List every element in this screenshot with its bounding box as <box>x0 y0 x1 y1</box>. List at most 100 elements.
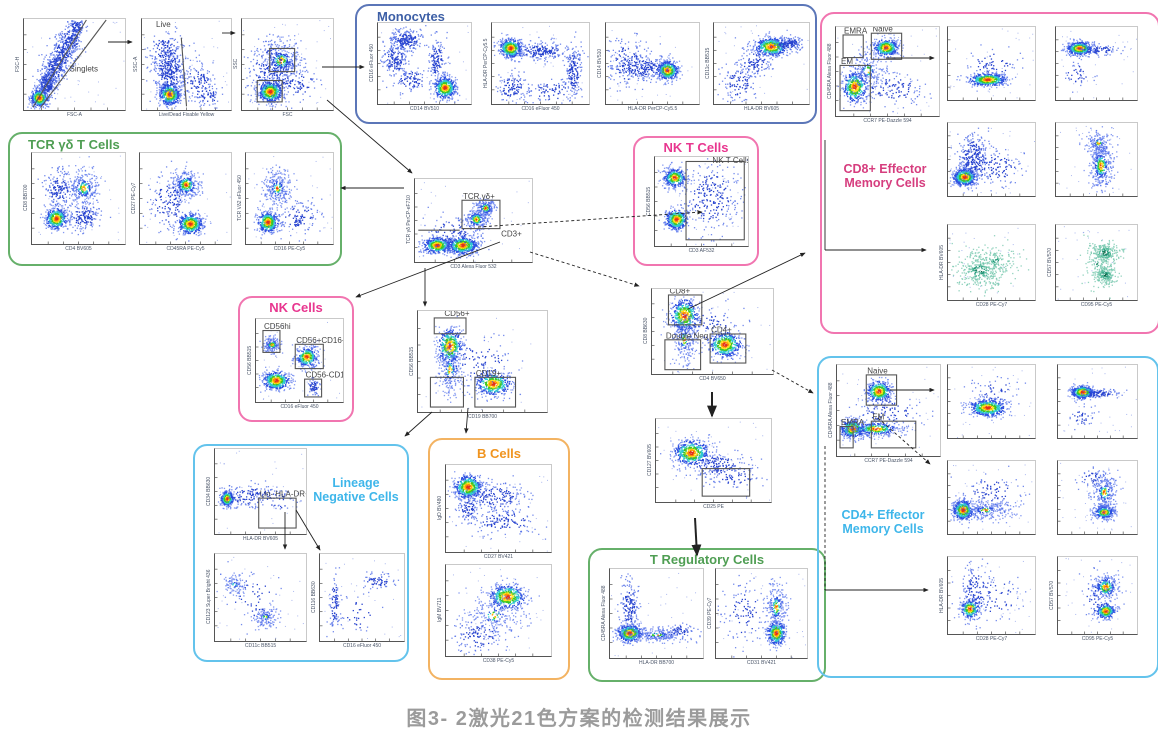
plot-E6-scatter <box>1055 224 1138 301</box>
plot-L1-y-axis-label: CD34 BB630 <box>206 476 212 506</box>
plot-E5-scatter <box>947 224 1036 301</box>
plot-B2-scatter <box>445 564 552 657</box>
plot-E2-x-axis-label <box>1055 101 1138 110</box>
plot-F5-x-axis-label: CD28 PE-Cy7 <box>975 636 1008 642</box>
arrow-8 <box>529 251 640 287</box>
plot-R2-scatter <box>715 568 808 659</box>
plot-F2 <box>1048 364 1138 448</box>
plot-L3-x-axis-label: CD16 eFluor 450 <box>342 643 382 649</box>
plot-C1-y-axis-label: TCR γδ PerCP-eF710 <box>406 195 412 245</box>
plot-G8-y-axis-label: CD45RA Alexa Fluor 488 <box>827 43 833 99</box>
plot-C1-scatter <box>414 178 533 263</box>
plot-L3-scatter <box>319 553 405 642</box>
plot-P2-x-axis-label: Live/Dead Fixable Yellow <box>158 112 215 118</box>
plot-F1-y-axis-label <box>938 364 947 438</box>
plot-B2-x-axis-label: CD38 PE-Cy5 <box>482 658 515 664</box>
plot-B1-scatter <box>445 464 552 553</box>
plot-R1-scatter <box>609 568 704 659</box>
figure-caption: 图3- 2激光21色方案的检测结果展示 <box>406 708 752 730</box>
plot-G8-scatter <box>835 26 940 117</box>
group-title-monocytes: Monocytes <box>377 9 445 24</box>
plot-L2-y-axis-label: CD123 Super Bright 436 <box>206 569 212 625</box>
plot-P3-y-axis-label: SSC <box>233 58 239 70</box>
plot-E2-scatter <box>1055 26 1138 101</box>
plot-N1-scatter <box>654 156 749 247</box>
plot-T3-y-axis-label: TCR Vδ2 eFluor 450 <box>237 175 243 221</box>
plot-F3-y-axis-label <box>938 460 947 534</box>
plot-P3-x-axis-label: FSC <box>282 112 293 118</box>
plot-C3-y-axis-label: CD8 BB630 <box>643 317 649 345</box>
plot-P2: SSC-A Live/Dead Fixable Yellow <box>132 18 232 120</box>
plot-F2-x-axis-label <box>1057 439 1138 448</box>
plot-M1-scatter <box>377 22 472 105</box>
plot-E4-x-axis-label <box>1055 197 1138 206</box>
plot-C2-scatter <box>417 310 548 413</box>
plot-F5-y-axis-label: HLA-DR BV605 <box>939 577 945 613</box>
plot-M4-scatter <box>713 22 810 105</box>
plot-C2-x-axis-label: CD19 BB700 <box>467 414 498 420</box>
plot-E2 <box>1046 26 1138 110</box>
group-box-tcr-gd: TCR γδ T Cells <box>8 132 342 266</box>
group-title-tcr-gd: TCR γδ T Cells <box>28 137 120 152</box>
plot-K1-x-axis-label: CD16 eFluor 450 <box>280 404 319 410</box>
plot-L1-scatter <box>214 448 307 535</box>
plot-E4-scatter <box>1055 122 1138 197</box>
plot-E1-y-axis-label <box>938 26 947 100</box>
plot-B2-y-axis-label: IgM BV711 <box>437 597 443 623</box>
plot-F5-scatter <box>947 556 1036 635</box>
group-title-b: B Cells <box>476 446 522 461</box>
plot-T1-y-axis-label: CD8 BB700 <box>23 184 29 212</box>
plot-F3-scatter <box>947 460 1036 535</box>
plot-L2-x-axis-label: CD11c BB515 <box>244 643 277 649</box>
plot-F1-scatter <box>947 364 1036 439</box>
plot-E4 <box>1046 122 1138 206</box>
plot-T2-y-axis-label: CD27 PE-Cy7 <box>131 182 137 214</box>
plot-E1 <box>938 26 1036 110</box>
plot-F1 <box>938 364 1036 448</box>
plot-E3-x-axis-label <box>947 197 1036 206</box>
group-title-cd4em: CD4+ Effector Memory Cells <box>841 508 925 537</box>
group-box-treg: T Regulatory Cells <box>588 548 826 682</box>
plot-C4-scatter <box>655 418 772 503</box>
plot-M3-scatter <box>605 22 700 105</box>
plot-R2-y-axis-label: CD39 PE-Cy7 <box>707 597 713 629</box>
plot-B1-x-axis-label: CD27 BV421 <box>483 554 514 560</box>
plot-E3 <box>938 122 1036 206</box>
plot-F3 <box>938 460 1036 544</box>
plot-G4-y-axis-label: CD45RA Alexa Fluor 488 <box>828 382 834 438</box>
plot-M1-y-axis-label: CD16 eFluor 450 <box>369 43 375 83</box>
plot-F4 <box>1048 460 1138 544</box>
plot-P1-y-axis-label: FSC-H <box>15 56 21 72</box>
plot-C4-y-axis-label: CD127 BV605 <box>647 444 653 476</box>
plot-T1-scatter <box>31 152 126 245</box>
plot-M2-y-axis-label: HLA-DR PerCP-Cy5.5 <box>483 38 489 88</box>
plot-F1-x-axis-label <box>947 439 1036 448</box>
plot-P2-y-axis-label: SSC-A <box>133 56 139 72</box>
plot-M4-x-axis-label: HLA-DR BV605 <box>743 106 779 112</box>
plot-L2-scatter <box>214 553 307 642</box>
plot-E2-y-axis-label <box>1046 26 1055 100</box>
plot-T2-scatter <box>139 152 232 245</box>
plot-M2-x-axis-label: CD16 eFluor 450 <box>521 106 560 112</box>
plot-B1-y-axis-label: IgD BV480 <box>437 495 443 521</box>
plot-K1-scatter <box>255 318 344 403</box>
plot-P1-x-axis-label: FSC-A <box>67 112 82 118</box>
plot-M2-scatter <box>491 22 590 105</box>
plot-T2-x-axis-label: CD45RA PE-Cy5 <box>166 246 205 252</box>
plot-E3-y-axis-label <box>938 122 947 196</box>
